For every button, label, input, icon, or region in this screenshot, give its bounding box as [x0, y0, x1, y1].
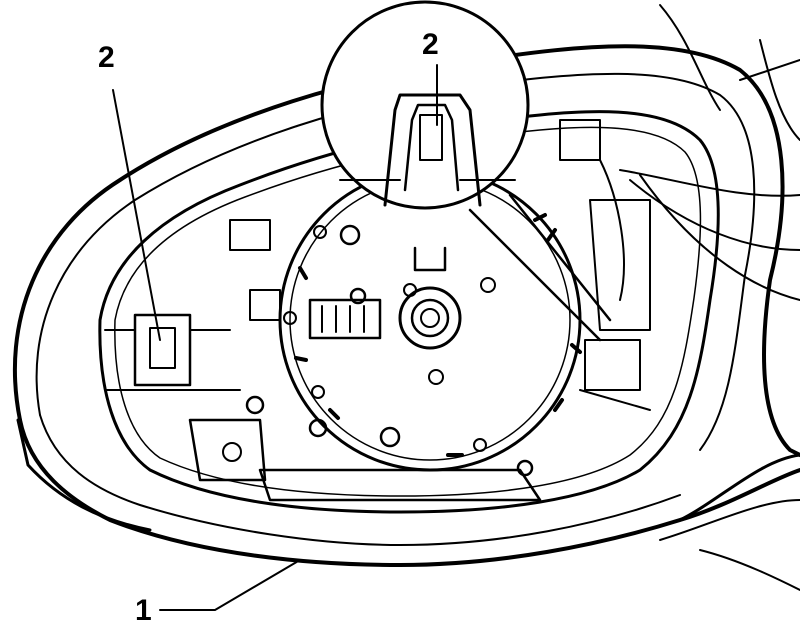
clip-left [133, 313, 192, 387]
mirror-housing-lower [18, 418, 800, 567]
detail-leader [468, 193, 612, 342]
adjustment-hub-core [420, 308, 440, 328]
disc-connector-pins [321, 305, 365, 333]
housing-lip [16, 418, 152, 532]
disc-screw [308, 418, 328, 438]
disc-hole [473, 438, 487, 452]
bracket-screw [222, 442, 242, 462]
disc-hole [311, 385, 325, 399]
cable-4 [599, 159, 625, 301]
adjustment-hub [398, 286, 462, 350]
disc-hole [480, 277, 496, 293]
clip-left-base [104, 329, 241, 391]
callout-leader-2-left [112, 89, 161, 341]
adjustment-hub-inner [410, 298, 450, 338]
housing-lip-right [678, 453, 800, 522]
disc-hole [428, 369, 444, 385]
adjustment-disc-ring [289, 179, 571, 461]
cable-2 [629, 179, 800, 251]
right-bracket [559, 119, 651, 411]
disc-hole [403, 283, 417, 297]
mirror-housing-rim [35, 72, 756, 451]
disc-slots [294, 213, 582, 457]
disc-connector [308, 298, 382, 340]
mirror-frame-inner-2 [114, 126, 702, 497]
mirror-housing-rim-lower [39, 414, 681, 546]
detail-clip-outer [383, 93, 482, 207]
cable-7 [739, 59, 800, 81]
clip-left-inner [149, 327, 176, 369]
mirror-frame-inner [98, 110, 720, 514]
disc-screw [245, 395, 265, 415]
housing-lip-right-3 [699, 549, 800, 591]
mirror-housing-outer [12, 44, 800, 457]
cable-6 [759, 39, 800, 141]
bracket-left-tabs [229, 219, 281, 321]
callout-part-1: 1 [135, 594, 152, 627]
top-clip-below-detail [413, 246, 447, 272]
right-bracket-2 [589, 199, 651, 331]
disc-screw [349, 287, 367, 305]
mounting-bracket [188, 418, 267, 482]
cable-3 [639, 174, 800, 301]
cable-5 [659, 4, 721, 111]
housing-lip-right-2 [659, 499, 800, 541]
callout-leader-1 [159, 559, 301, 611]
detail-clip-tab [419, 114, 443, 161]
disc-screw [379, 426, 401, 448]
disc-screw [339, 224, 361, 246]
detail-clip-inner [403, 103, 460, 192]
disc-screw [516, 459, 534, 477]
disc-hole [283, 311, 297, 325]
callout-part-2-detail: 2 [422, 28, 439, 61]
cable-1 [619, 169, 800, 197]
callout-part-2-left: 2 [98, 41, 115, 74]
disc-hole [313, 225, 327, 239]
